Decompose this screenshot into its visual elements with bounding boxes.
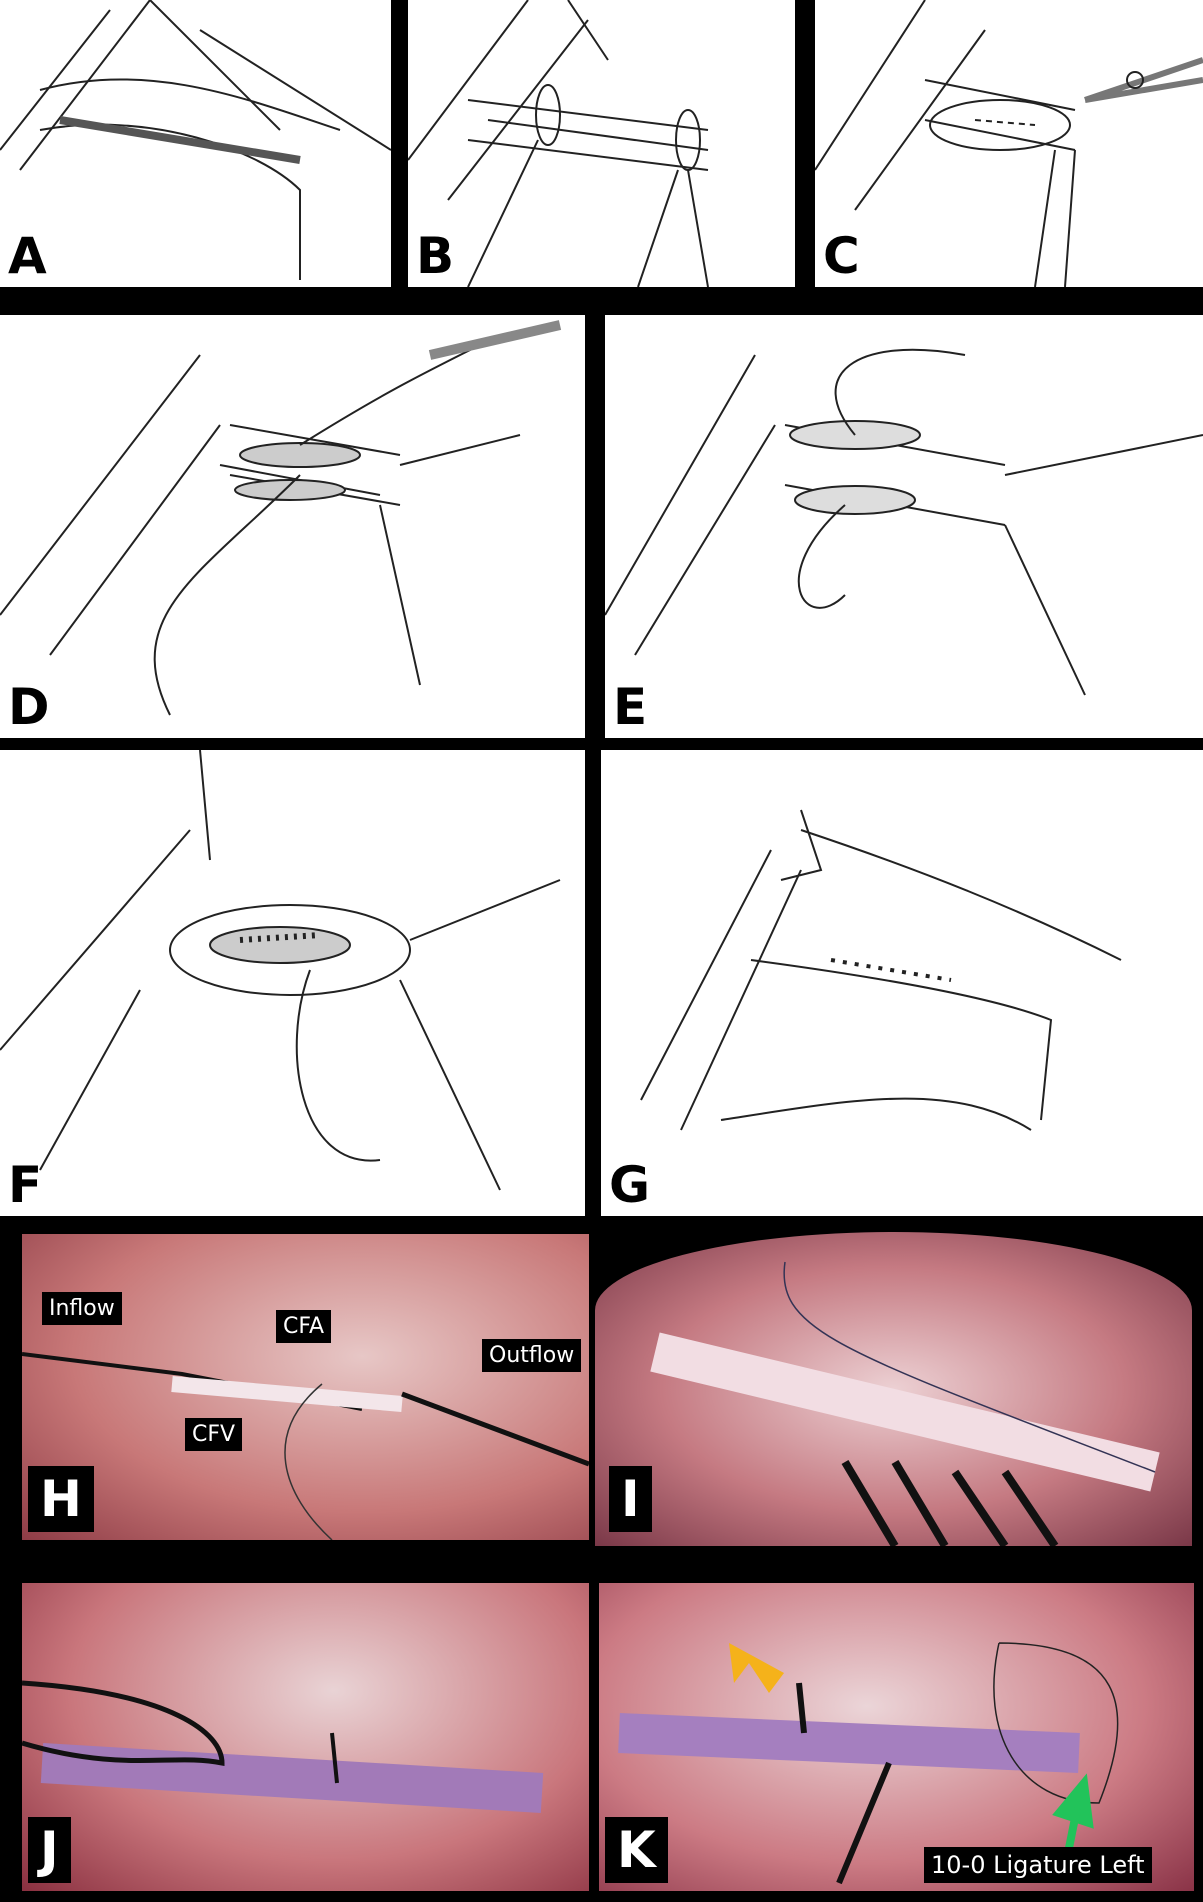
panel-label-c: C — [823, 227, 860, 285]
panel-label-a: A — [8, 227, 47, 285]
photo-panel-i: I — [595, 1232, 1192, 1546]
panel-label-f: F — [8, 1156, 43, 1214]
vessel-sketch-a — [0, 0, 391, 280]
photo-panel-j: J — [22, 1583, 589, 1891]
vessel-photo-i — [650, 1261, 1160, 1546]
label-cfv: CFV — [185, 1418, 243, 1451]
photo-panel-k: 10-0 Ligature Left K — [599, 1583, 1194, 1891]
panel-c: C — [815, 0, 1203, 287]
anastomosis-sketch-d — [0, 320, 562, 716]
vessel-photo-j — [22, 1680, 544, 1813]
panel-g: G — [601, 750, 1203, 1216]
panel-a: A — [0, 0, 391, 287]
label-ligature-left: 10-0 Ligature Left — [924, 1847, 1152, 1883]
panel-label-i: I — [609, 1466, 652, 1532]
panel-label-e: E — [613, 678, 648, 736]
panel-label-h: H — [28, 1466, 94, 1532]
anastomosis-sketch-f — [0, 750, 561, 1191]
panel-label-j: J — [28, 1817, 71, 1883]
panel-e: E — [605, 315, 1203, 738]
vessel-sketch-b — [408, 0, 709, 287]
completed-anastomosis-sketch-g — [640, 809, 1122, 1131]
label-outflow: Outflow — [482, 1339, 582, 1372]
vessel-photo-h — [22, 1352, 589, 1540]
panel-f: F — [0, 750, 585, 1216]
vessel-photo-k — [618, 1642, 1119, 1885]
panel-label-b: B — [416, 227, 455, 285]
anastomosis-sketch-e — [605, 348, 1203, 696]
yellow-arrow-icon — [729, 1643, 784, 1693]
panel-b: B — [408, 0, 795, 287]
panel-d: D — [0, 315, 585, 738]
label-inflow: Inflow — [42, 1292, 122, 1325]
vessel-sketch-c — [815, 0, 1203, 287]
panel-label-k: K — [605, 1817, 668, 1883]
panel-label-d: D — [8, 678, 50, 736]
panel-label-g: G — [609, 1156, 651, 1214]
photo-panel-h: Inflow CFA Outflow CFV H — [22, 1234, 589, 1540]
label-cfa: CFA — [276, 1310, 332, 1343]
